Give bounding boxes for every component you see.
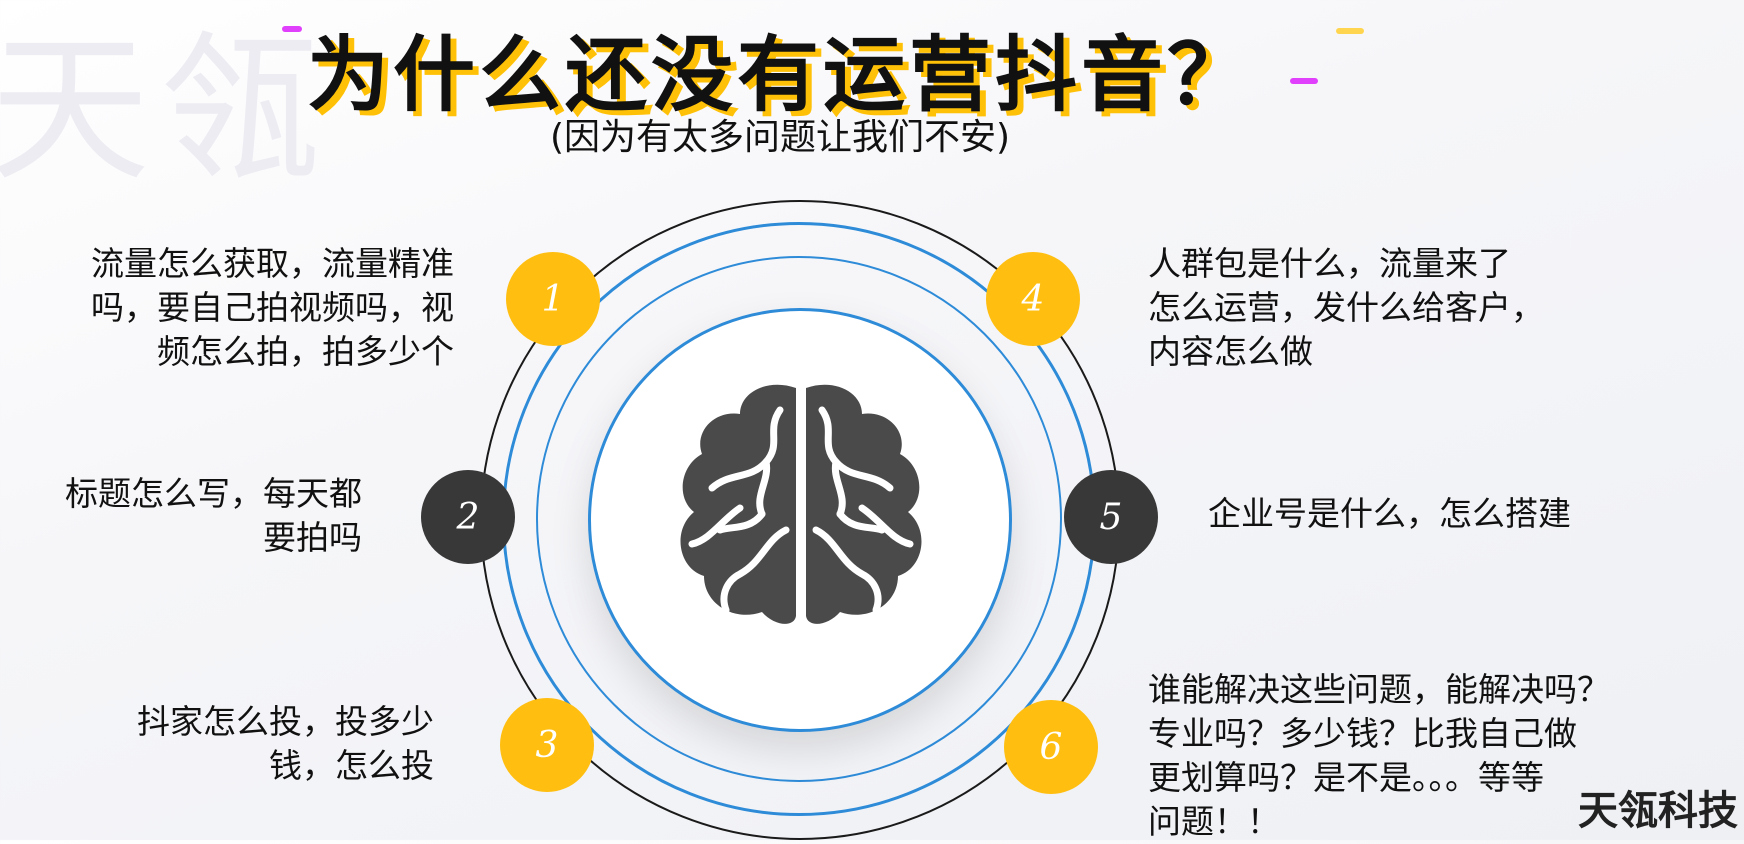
badge-2: 2 (421, 470, 515, 564)
item-2-text: 标题怎么写，每天都 要拍吗 (65, 472, 362, 560)
ring-blue-2 (536, 256, 1062, 782)
item-1-line-1: 流量怎么获取，流量精准 (91, 244, 454, 283)
item-5-text: 企业号是什么，怎么搭建 (1208, 492, 1571, 536)
badge-5: 5 (1064, 470, 1158, 564)
item-3-text: 抖家怎么投，投多少 钱，怎么投 (137, 700, 434, 788)
item-3-line-1: 抖家怎么投，投多少 (137, 702, 434, 741)
item-2-line-2: 要拍吗 (263, 518, 362, 557)
badge-3: 3 (500, 698, 594, 792)
decor-dash-yellow (1336, 28, 1364, 34)
corner-logo-text: 天瓴科技 (1578, 788, 1738, 834)
item-1-line-3: 频怎么拍，拍多少个 (157, 332, 454, 371)
ring-inner-disc (588, 308, 1012, 732)
badge-4: 4 (986, 252, 1080, 346)
item-6-line-4: 问题！！ (1148, 802, 1280, 841)
decor-dash-pink-left (282, 26, 302, 32)
item-1-line-2: 吗，要自己拍视频吗，视 (91, 288, 454, 327)
decor-dash-pink-right (1290, 78, 1318, 84)
item-6-line-1: 谁能解决这些问题，能解决吗？ (1148, 670, 1610, 709)
page-title: 为什么还没有运营抖音？ (306, 28, 1253, 123)
item-4-line-1: 人群包是什么，流量来了 (1148, 244, 1511, 283)
item-2-line-1: 标题怎么写，每天都 (65, 474, 362, 513)
item-3-line-2: 钱，怎么投 (269, 746, 434, 785)
item-4-line-3: 内容怎么做 (1148, 332, 1313, 371)
page-subtitle: (因为有太多问题让我们不安) (549, 117, 1011, 158)
item-5-line-1: 企业号是什么，怎么搭建 (1208, 494, 1571, 533)
brain-icon (680, 384, 922, 624)
item-6-text: 谁能解决这些问题，能解决吗？ 专业吗？多少钱？比我自己做 更划算吗？是不是。。。… (1148, 668, 1610, 844)
item-1-text: 流量怎么获取，流量精准 吗，要自己拍视频吗，视 频怎么拍，拍多少个 (91, 242, 454, 374)
badge-1: 1 (506, 252, 600, 346)
item-4-line-2: 怎么运营，发什么给客户， (1148, 288, 1544, 327)
watermark-text: 天瓴 (0, 16, 331, 203)
item-4-text: 人群包是什么，流量来了 怎么运营，发什么给客户， 内容怎么做 (1148, 242, 1544, 374)
concentric-rings (480, 200, 1120, 840)
badge-6: 6 (1004, 700, 1098, 794)
item-6-line-2: 专业吗？多少钱？比我自己做 (1148, 714, 1577, 753)
item-6-line-3: 更划算吗？是不是。。。等等 (1148, 758, 1544, 797)
